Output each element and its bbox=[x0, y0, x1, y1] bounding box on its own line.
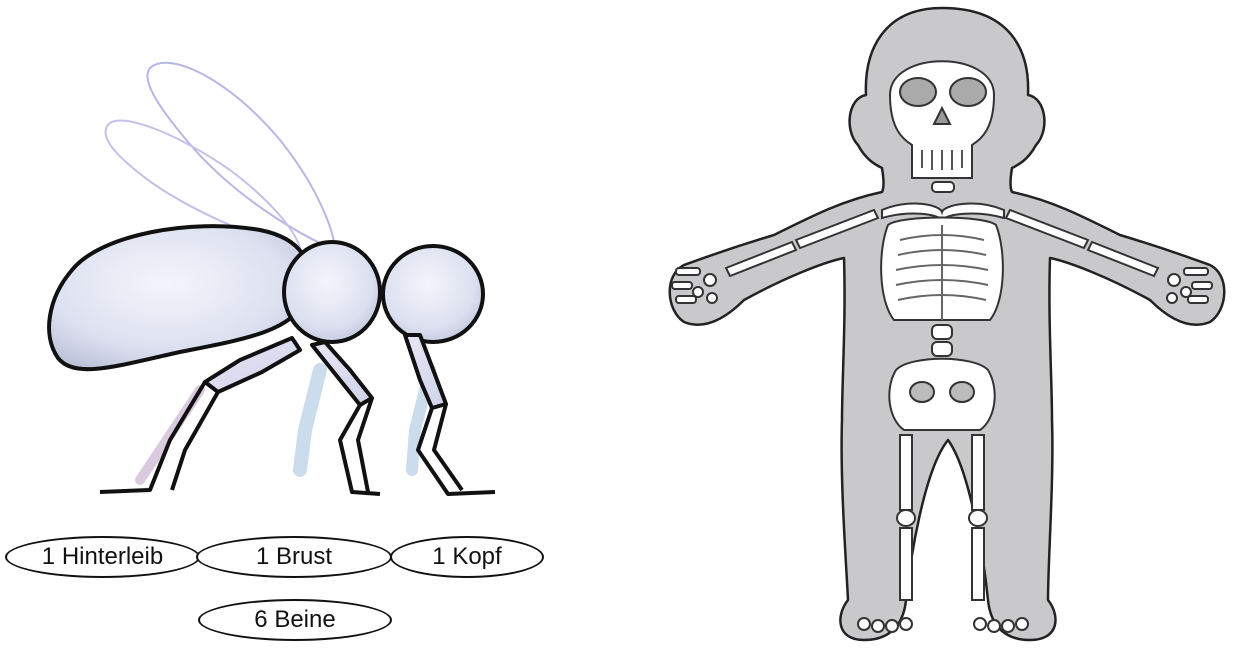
left-tibia bbox=[900, 528, 912, 600]
leg-6 bbox=[418, 404, 495, 494]
label-hinterleib: 1 Hinterleib bbox=[5, 536, 200, 578]
insect-panel: 1 Hinterleib 1 Brust 1 Kopf 6 Beine bbox=[0, 0, 560, 666]
wings bbox=[106, 63, 335, 250]
pelvis bbox=[889, 359, 994, 430]
eye-socket-right bbox=[950, 78, 986, 106]
left-knee bbox=[897, 510, 915, 526]
head bbox=[383, 246, 483, 342]
right-knee bbox=[969, 510, 987, 526]
fly-illustration bbox=[0, 0, 560, 530]
upper-wing bbox=[147, 63, 335, 250]
leg-1 bbox=[205, 338, 300, 392]
skeleton-panel bbox=[650, 0, 1234, 666]
bones bbox=[672, 61, 1212, 632]
left-femur bbox=[900, 435, 912, 510]
child-skeleton-illustration bbox=[650, 0, 1234, 666]
leg-4 bbox=[340, 398, 380, 494]
right-femur bbox=[972, 435, 984, 510]
label-kopf: 1 Kopf bbox=[390, 536, 544, 578]
right-tibia bbox=[972, 528, 984, 600]
leg-5 bbox=[405, 335, 446, 408]
thorax bbox=[284, 242, 380, 342]
faded-legs bbox=[140, 370, 430, 480]
eye-socket-left bbox=[900, 78, 936, 106]
label-beine: 6 Beine bbox=[198, 599, 392, 641]
label-brust: 1 Brust bbox=[196, 536, 392, 578]
